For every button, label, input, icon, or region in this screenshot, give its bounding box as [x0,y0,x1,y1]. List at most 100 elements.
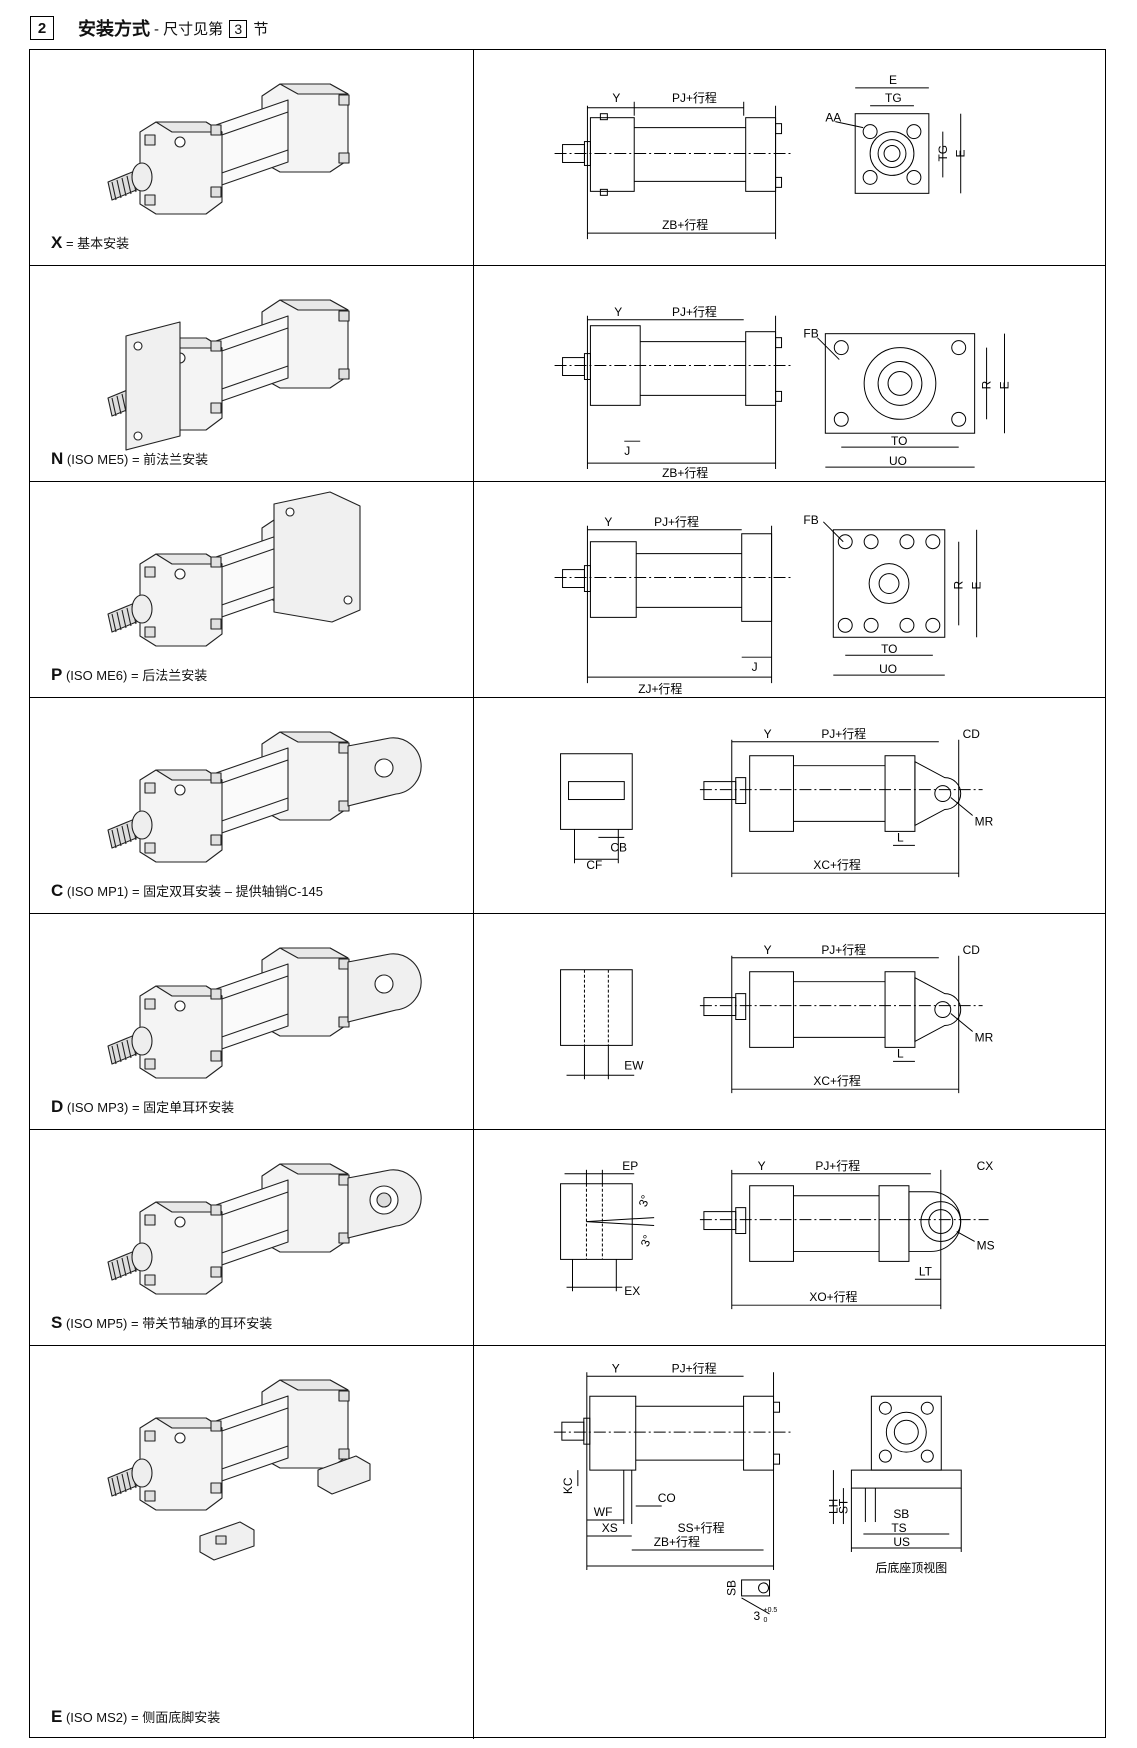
dim-zj: ZJ+行程 [638,681,682,696]
dim-y: Y [604,515,612,529]
subtitle-prefix: - 尺寸见第 [154,20,224,38]
iso-code: (ISO MP1) [66,884,129,899]
dim-cd: CD [963,943,981,957]
drawing-cell: EW Y PJ+行程 XC+行程 CD MR L [474,914,1105,1129]
dim-to: TO [891,434,907,448]
mount-desc: = 基本安装 [65,236,130,251]
dim-uo: UO [889,454,907,468]
drawing-cell: Y PJ+行程 KC WF CO XS SS+行程 ZB+行程 LH ST SB… [474,1346,1105,1739]
dimension-drawing: Y PJ+行程 ZB+行程 E TG TG E AA [554,73,968,240]
dim-r: R [980,380,994,389]
mount-desc: = 带关节轴承的耳环安装 [131,1316,273,1331]
section-header: 2 安装方式 - 尺寸见第 3 节 [30,14,268,42]
dim-fb: FB [803,327,818,341]
dimension-drawing: EP EX 3° 3° Y PJ+行程 XO+行程 CX MS LT [560,1158,995,1310]
iso-cell: D (ISO MP3) = 固定单耳环安装 [30,914,474,1129]
dim-mr: MR [975,1030,994,1044]
dim-ms: MS [977,1238,995,1252]
row-e: E (ISO MS2) = 侧面底脚安装 [30,1346,1105,1739]
dim-e: E [889,73,897,87]
iso-cell: N (ISO ME5) = 前法兰安装 [30,266,474,481]
mount-code: S [51,1313,63,1332]
dim-y: Y [764,727,772,741]
drawing-cell: Y PJ+行程 ZB+行程 J FB R E TO UO [474,266,1105,481]
iso-cell: X = 基本安装 [30,50,474,265]
dimension-drawing: CB CF Y PJ+行程 XC+行程 CD MR L [560,726,994,878]
dim-to: TO [881,642,897,656]
dim-cx: CX [977,1159,994,1173]
row-d: D (ISO MP3) = 固定单耳环安装 [30,914,1105,1130]
dim-r: R [952,581,966,590]
iso-cell: S (ISO MP5) = 带关节轴承的耳环安装 [30,1130,474,1345]
dim-y: Y [764,943,772,957]
mounting-table: X = 基本安装 [29,49,1106,1739]
drawing-cell: EP EX 3° 3° Y PJ+行程 XO+行程 CX MS LT [474,1130,1105,1345]
dim-kc: KC [561,1477,575,1494]
mount-code: D [51,1097,64,1116]
subtitle-suffix: 节 [253,20,269,38]
mount-code: N [51,449,64,468]
dimension-drawing: Y PJ+行程 ZB+行程 J FB R E TO UO [554,304,1011,480]
row-caption: S (ISO MP5) = 带关节轴承的耳环安装 [51,1313,272,1333]
dim-y: Y [614,305,622,319]
mount-desc: = 固定单耳环安装 [131,1100,235,1115]
row-caption: N (ISO ME5) = 前法兰安装 [51,449,208,469]
dim-sb-detail: SB [725,1580,739,1596]
mount-code: C [51,881,64,900]
drawing-cell: Y PJ+行程 ZJ+行程 J FB R E TO UO [474,482,1105,697]
mount-desc: = 侧面底脚安装 [131,1710,221,1725]
dim-pj: PJ+行程 [672,1360,717,1375]
dim-pj: PJ+行程 [821,726,866,741]
dim-pj: PJ+行程 [672,304,717,319]
mount-code: P [51,665,63,684]
dim-ew: EW [624,1058,644,1072]
dimension-drawing: Y PJ+行程 ZJ+行程 J FB R E TO UO [554,513,984,696]
cylinder-iso-drawing [107,947,422,1079]
row-caption: X = 基本安装 [51,233,129,253]
dim-pj: PJ+行程 [654,514,699,529]
dim-y: Y [612,1361,620,1375]
dim-ex: EX [624,1284,640,1298]
iso-cell: E (ISO MS2) = 侧面底脚安装 [30,1346,474,1739]
dim-tg-v: TG [936,145,950,162]
dim-aa: AA [825,111,841,125]
dim-wf: WF [594,1505,613,1519]
row-caption: C (ISO MP1) = 固定双耳安装 – 提供轴销C-145 [51,881,323,901]
dim-zb: ZB+行程 [654,1534,700,1549]
row-caption: P (ISO ME6) = 后法兰安装 [51,665,207,685]
dim-cb: CB [610,840,627,854]
cylinder-iso-drawing [107,83,350,215]
dim-tg-h: TG [885,91,902,105]
dim-pj: PJ+行程 [672,90,717,105]
dim-l: L [897,830,904,844]
dim-mr: MR [975,814,994,828]
dim-xo: XO+行程 [809,1289,857,1304]
mount-desc: = 固定双耳安装 – 提供轴销C-145 [131,884,324,899]
dim-sb: SB [893,1507,909,1521]
mount-desc: = 后法兰安装 [131,668,208,683]
cylinder-iso-drawing [107,491,361,647]
dim-angle-tol-upper: +0.5 [764,1607,778,1614]
dimension-drawing: EW Y PJ+行程 XC+行程 CD MR L [560,942,994,1094]
dim-ep: EP [622,1159,638,1173]
dim-e-v: E [954,149,968,157]
mount-code: E [51,1707,63,1726]
iso-code: (ISO MP5) [65,1316,128,1331]
iso-cell: P (ISO ME6) = 后法兰安装 [30,482,474,697]
iso-code: (ISO MP3) [66,1100,129,1115]
cylinder-iso-drawing [107,1379,371,1561]
dim-xs: XS [602,1521,618,1535]
section-title: 安装方式 [78,19,150,39]
cylinder-iso-drawing [107,731,422,863]
iso-cell: C (ISO MP1) = 固定双耳安装 – 提供轴销C-145 [30,698,474,913]
dim-lh: LH [826,1499,840,1514]
dim-angle-lower: 3° [638,1233,655,1249]
dim-st: ST [836,1498,850,1514]
dim-angle: 3 [754,1609,761,1623]
rear-view-label: 后底座顶视图 [875,1560,947,1575]
dim-uo: UO [879,662,897,676]
drawing-cell: Y PJ+行程 ZB+行程 E TG TG E AA [474,50,1105,265]
dim-xc: XC+行程 [813,857,860,872]
dim-ts: TS [891,1521,906,1535]
mount-desc: = 前法兰安装 [131,452,209,467]
